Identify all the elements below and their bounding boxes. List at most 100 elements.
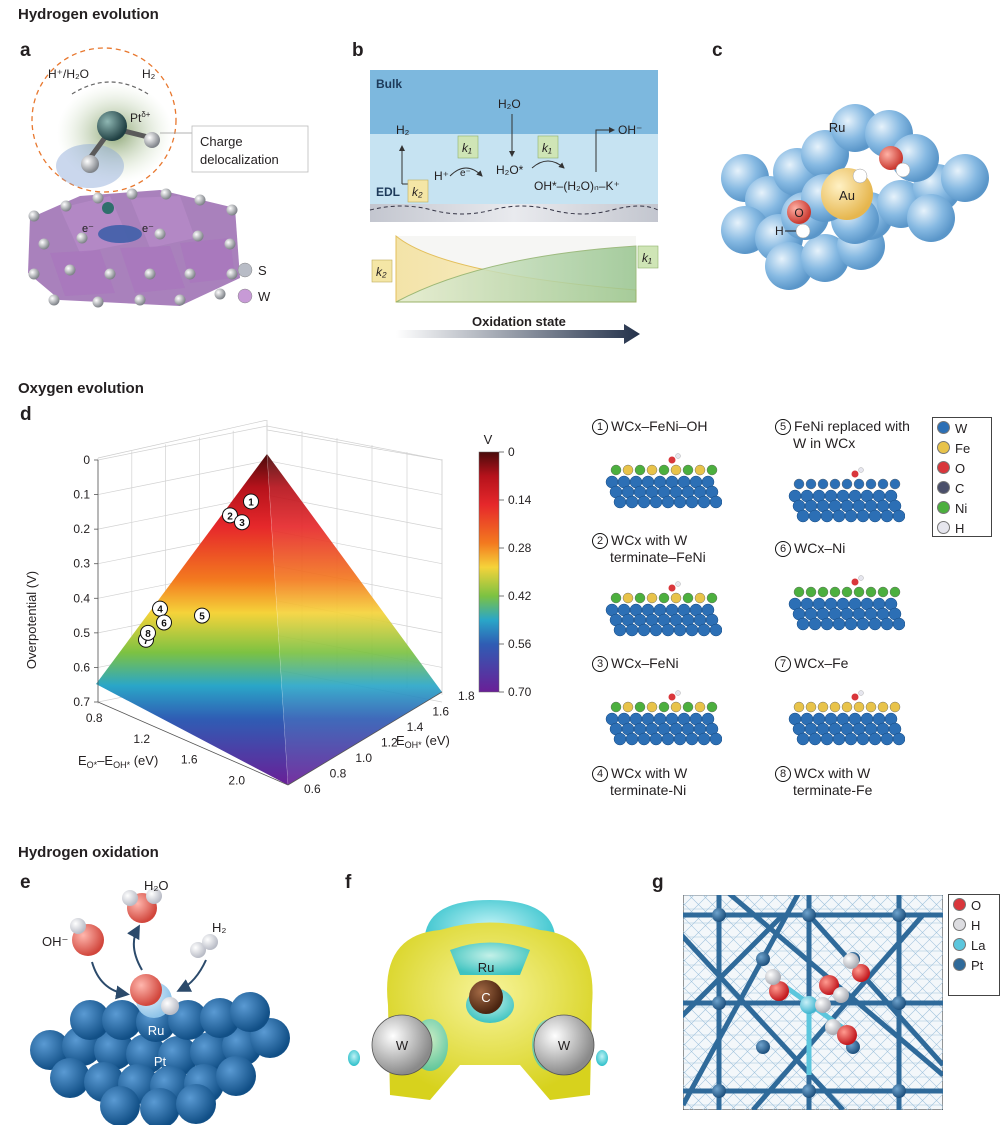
pt-atom xyxy=(97,111,127,141)
pt-node xyxy=(892,1084,906,1098)
y-tick-label: 0.8 xyxy=(330,767,347,781)
catalyst-number: 6 xyxy=(775,541,791,557)
catalyst-number: 2 xyxy=(592,533,608,549)
callout-box xyxy=(191,125,309,173)
legend-s-swatch xyxy=(237,262,253,278)
atom-g-legend-label: Pt xyxy=(971,958,984,973)
catalyst-number: 4 xyxy=(592,766,608,782)
catalyst-point-label: 1 xyxy=(248,497,254,508)
s-atom xyxy=(226,268,238,280)
x-axis-ticks: 0.81.21.62.0 xyxy=(86,711,246,787)
colorbar-tick-label: 0.42 xyxy=(508,589,532,603)
reaction-zone-circle xyxy=(31,47,177,193)
surface-face-left xyxy=(96,454,288,785)
h2-label-e: H₂ xyxy=(212,920,226,935)
s-atom xyxy=(194,194,206,206)
atom-g-legend-item: O xyxy=(953,897,999,915)
la-atom xyxy=(800,996,818,1014)
x-tick-label: 1.2 xyxy=(133,732,150,746)
panel-label-f: f xyxy=(345,872,352,893)
atom-g-legend-label: La xyxy=(971,938,986,953)
w-label-left: W xyxy=(396,1038,409,1053)
catalyst-line2: terminate-Fe xyxy=(793,782,873,798)
bulk-region xyxy=(370,70,658,134)
ru-label: Ru xyxy=(829,120,846,135)
catalyst-line2: terminate–FeNi xyxy=(610,549,706,565)
reactant-label: H⁺/H₂O xyxy=(48,67,89,81)
pt-node xyxy=(756,952,770,966)
catalyst-number: 3 xyxy=(592,656,608,672)
y-tick-label: 1.0 xyxy=(355,751,372,765)
atom-g-legend-item: H xyxy=(953,917,999,935)
pt-atom xyxy=(176,1084,216,1124)
k1-box-right xyxy=(537,135,559,159)
panel-label-b: b xyxy=(352,40,364,61)
pt-atom xyxy=(94,1030,134,1070)
au-label: Au xyxy=(839,188,855,203)
s-atom xyxy=(92,192,104,204)
y-axis-ticks: 0.60.81.01.21.41.61.8 xyxy=(304,689,475,796)
s-atom xyxy=(154,228,166,240)
atom-d-legend-item: H xyxy=(937,520,991,538)
ru-label-f: Ru xyxy=(478,960,495,975)
x-tick-label: 0.8 xyxy=(86,711,103,725)
catalyst-point-label: 2 xyxy=(227,511,233,522)
pt-atom xyxy=(190,1032,230,1072)
ws2-lattice xyxy=(28,190,240,306)
section-title-hydrogen-evolution: Hydrogen evolution xyxy=(18,6,159,23)
y-axis-label: EOH* (eV) xyxy=(396,733,450,750)
atom-d-legend-swatch xyxy=(937,441,950,454)
catalyst-slab-2 xyxy=(605,581,722,637)
catalyst-point-label: 7 xyxy=(143,636,149,647)
product-label: H₂ xyxy=(142,67,156,81)
pt-atom xyxy=(102,1000,142,1040)
s-atom xyxy=(174,294,186,306)
w-label-right: W xyxy=(558,1038,571,1053)
pt-node xyxy=(892,996,906,1010)
hplus-label: H⁺ xyxy=(434,169,449,183)
catalyst-number: 1 xyxy=(592,419,608,435)
catalyst-point-label: 6 xyxy=(161,618,167,629)
catalyst-line1: WCx–Ni xyxy=(794,540,846,556)
overpotential-3d-chart: 00.10.20.30.40.50.60.7 0.81.21.62.0 0.60… xyxy=(24,420,532,796)
s-atom xyxy=(184,268,196,280)
pt-atom xyxy=(230,992,270,1032)
h2-label: H₂ xyxy=(396,123,410,137)
y-tick-label: 1.6 xyxy=(432,705,449,719)
z-tick-label: 0.4 xyxy=(73,591,90,605)
atom-d-legend-label: O xyxy=(955,461,966,476)
catalyst-point-1 xyxy=(243,493,259,510)
pt-cluster xyxy=(30,992,290,1125)
s-atom xyxy=(192,230,204,242)
legend-w-swatch xyxy=(237,288,253,304)
panel-g-structure xyxy=(683,895,943,1110)
electron-label-left: e⁻ xyxy=(82,223,94,235)
k2-label: k₂ xyxy=(412,185,423,199)
catalyst-point-5 xyxy=(194,607,210,624)
colorbar xyxy=(478,451,500,693)
oh-minus-label: OH⁻ xyxy=(618,123,642,137)
pt-node xyxy=(712,996,726,1010)
panel-c-illustration: Au Ru O H xyxy=(721,104,989,290)
oh-complex-label: OH*–(H₂O)ₙ–K⁺ xyxy=(534,179,620,193)
k2-curve-label: k₂ xyxy=(376,265,387,279)
reaction-arrow xyxy=(71,81,149,95)
panel-label-d: d xyxy=(20,404,32,425)
panel-label-a: a xyxy=(20,40,31,61)
pt-node xyxy=(802,908,816,922)
pt-atom xyxy=(100,1086,140,1125)
o-atom-top xyxy=(879,146,903,170)
s-atom xyxy=(214,288,226,300)
atom-d-legend-label: C xyxy=(955,481,965,496)
atom-g-legend-swatch xyxy=(953,958,966,971)
s-atom xyxy=(92,296,104,308)
y-tick-label: 1.4 xyxy=(407,720,424,734)
z-tick-label: 0.3 xyxy=(73,557,90,571)
atom-g-legend-label: O xyxy=(971,898,982,913)
legend-s-label: S xyxy=(258,263,267,278)
c-atom xyxy=(469,980,503,1014)
